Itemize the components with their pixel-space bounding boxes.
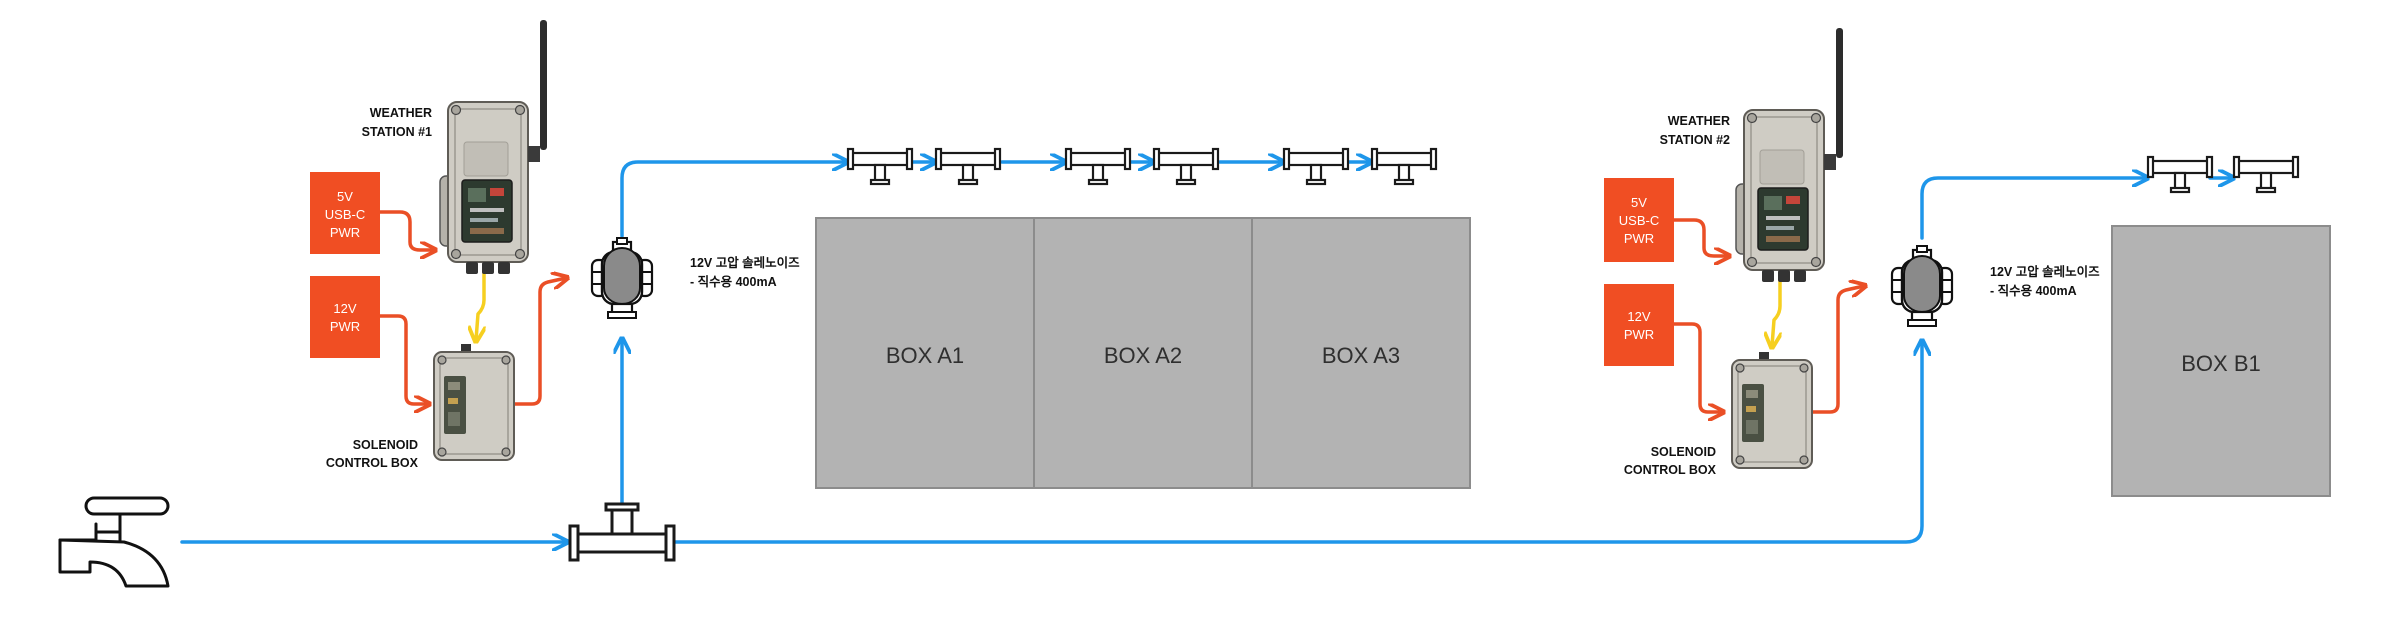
svg-text:PWR: PWR — [1624, 327, 1654, 342]
main-tee-fitting — [568, 502, 676, 562]
svg-text:PWR: PWR — [330, 319, 360, 334]
solenoid-control-box-device — [1731, 351, 1813, 469]
power-box-12v: 12V PWR — [1604, 284, 1674, 366]
solenoid-label: 12V 고압 솔레노이즈 - 직수용 400mA — [1990, 264, 2100, 298]
tee-fittings-group-b — [2146, 155, 2300, 194]
control-group-2: 5V USB-C PWR 12V PWR WEATHER STATION #2 … — [1604, 27, 2100, 477]
tee-fitting-icon — [934, 147, 1002, 186]
weather-station-device — [1735, 27, 1844, 283]
tee-fitting-icon — [846, 147, 914, 186]
tee-fitting-icon — [1370, 147, 1438, 186]
tee-fitting-icon — [2146, 155, 2214, 194]
solenoid-control-box-device — [433, 343, 515, 461]
weather-station-label: WEATHER STATION #1 — [362, 106, 432, 139]
svg-text:PWR: PWR — [1624, 231, 1654, 246]
signal-wire — [1772, 274, 1780, 346]
svg-text:12V: 12V — [1627, 309, 1650, 324]
water-line-solenoid-a-out — [620, 162, 846, 238]
power-wire-12v — [1672, 322, 1722, 412]
svg-text:PWR: PWR — [330, 225, 360, 240]
power-wire-to-solenoid — [512, 278, 566, 406]
weather-station-device — [439, 19, 548, 275]
solenoid-valve-icon — [590, 236, 654, 320]
power-box-5v: 5V USB-C PWR — [310, 172, 380, 254]
svg-text:USB-C: USB-C — [1619, 213, 1659, 228]
svg-text:STATION #1: STATION #1 — [362, 125, 432, 139]
water-line-solenoid-b-out — [1920, 178, 2146, 240]
tee-fittings-group-a — [846, 147, 1438, 186]
power-box-5v: 5V USB-C PWR — [1604, 178, 1674, 262]
solenoid-valve-icon — [1890, 244, 1954, 328]
planter-label: BOX A3 — [1322, 343, 1400, 368]
power-wire-to-solenoid — [1810, 286, 1864, 414]
water-line-main-to-b — [670, 342, 1922, 544]
svg-text:SOLENOID: SOLENOID — [353, 438, 418, 452]
svg-text:STATION #2: STATION #2 — [1660, 133, 1730, 147]
tee-fitting-icon — [1064, 147, 1132, 186]
tee-fitting-icon — [1152, 147, 1220, 186]
solenoid-label: 12V 고압 솔레노이즈 - 직수용 400mA — [690, 255, 800, 289]
power-wire-5v — [1672, 218, 1728, 256]
signal-wire — [476, 266, 484, 340]
power-box-12v: 12V PWR — [310, 276, 380, 358]
control-box-label: SOLENOID CONTROL BOX — [326, 438, 419, 470]
planter-box-a1: BOX A1 — [815, 217, 1035, 489]
water-lines — [180, 162, 2232, 544]
svg-text:WEATHER: WEATHER — [370, 106, 432, 120]
tee-fitting-icon — [2232, 155, 2300, 194]
svg-text:12V: 12V — [333, 301, 356, 316]
svg-text:12V 고압 솔레노이즈: 12V 고압 솔레노이즈 — [1990, 264, 2100, 279]
planter-box-a3: BOX A3 — [1251, 217, 1471, 489]
weather-station-label: WEATHER STATION #2 — [1660, 114, 1730, 147]
control-box-label: SOLENOID CONTROL BOX — [1624, 445, 1717, 477]
tee-fitting-icon — [1282, 147, 1350, 186]
planter-label: BOX B1 — [2181, 351, 2260, 376]
planter-label: BOX A1 — [886, 343, 964, 368]
svg-text:12V 고압 솔레노이즈: 12V 고압 솔레노이즈 — [690, 255, 800, 270]
svg-text:WEATHER: WEATHER — [1668, 114, 1730, 128]
power-wire-12v — [378, 314, 428, 404]
svg-text:5V: 5V — [1631, 195, 1647, 210]
svg-text:5V: 5V — [337, 189, 353, 204]
svg-text:- 직수용 400mA: - 직수용 400mA — [1990, 283, 2077, 298]
svg-text:CONTROL BOX: CONTROL BOX — [1624, 463, 1717, 477]
planter-box-b1: BOX B1 — [2111, 225, 2331, 497]
planter-label: BOX A2 — [1104, 343, 1182, 368]
svg-text:- 직수용 400mA: - 직수용 400mA — [690, 274, 777, 289]
planter-box-a2: BOX A2 — [1033, 217, 1253, 489]
svg-text:CONTROL BOX: CONTROL BOX — [326, 456, 419, 470]
svg-text:USB-C: USB-C — [325, 207, 365, 222]
power-wire-5v — [378, 210, 434, 250]
control-group-1: 5V USB-C PWR 12V PWR WEATHER STATION #1 … — [310, 19, 800, 470]
faucet-icon — [58, 496, 170, 588]
svg-text:SOLENOID: SOLENOID — [1651, 445, 1716, 459]
